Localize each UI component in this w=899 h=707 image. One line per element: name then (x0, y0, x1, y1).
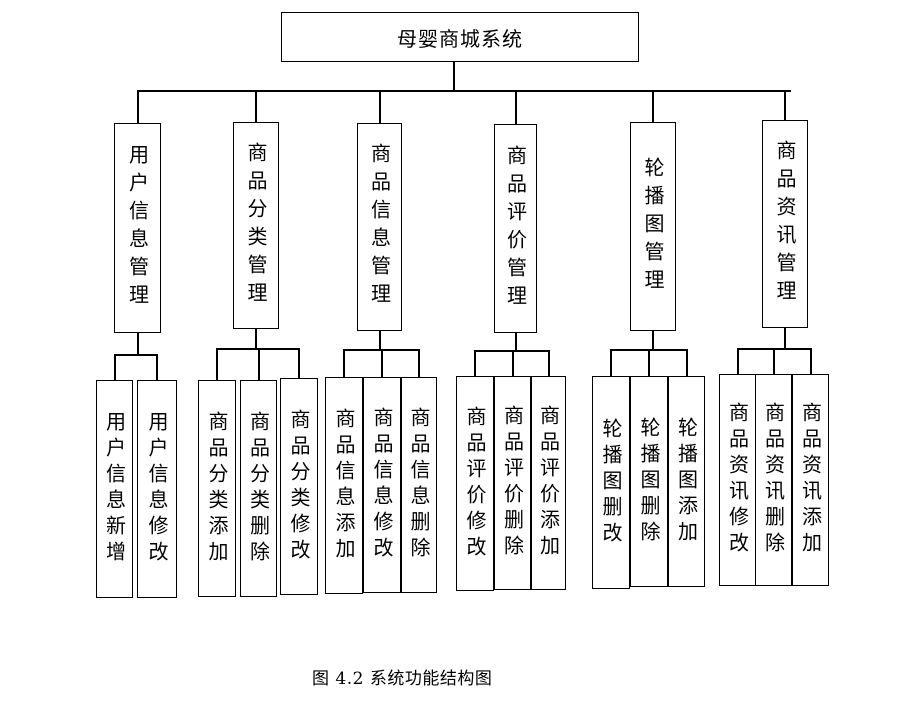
child-connector (648, 349, 650, 376)
module-node: 轮播图管理 (630, 122, 676, 331)
leaf-node: 商品评价修改 (456, 376, 494, 591)
child-stem (255, 329, 257, 348)
child-connector (547, 350, 550, 376)
module-node: 商品评价管理 (494, 124, 537, 333)
leaf-node: 商品分类修改 (280, 378, 318, 595)
root-node: 母婴商城系统 (281, 12, 639, 62)
module-connector (378, 90, 381, 123)
child-connector (381, 349, 383, 377)
module-node: 用户信息管理 (114, 123, 161, 333)
child-connector (216, 348, 218, 380)
leaf-node-label: 用户信息新增 (102, 411, 127, 567)
child-connector (809, 348, 812, 374)
root-connector (453, 62, 455, 91)
child-stem (378, 331, 381, 349)
leaf-node-label: 轮播图删改 (599, 417, 623, 548)
leaf-node-label: 商品评价修改 (463, 405, 487, 562)
leaf-node: 轮播图添加 (668, 376, 705, 587)
child-stem (514, 333, 517, 350)
leaf-node: 商品分类添加 (198, 380, 236, 597)
child-connector (343, 349, 345, 377)
leaf-node-label: 商品信息添加 (332, 407, 356, 564)
child-connector (156, 354, 158, 380)
leaf-node-label: 商品资讯删除 (761, 402, 786, 558)
leaf-node: 用户信息修改 (137, 380, 177, 598)
module-node-label: 商品信息管理 (367, 143, 392, 311)
child-stem (136, 333, 139, 354)
leaf-node: 用户信息新增 (96, 380, 133, 598)
child-connector (736, 348, 739, 374)
leaf-node: 轮播图删除 (630, 376, 668, 587)
leaf-node-label: 商品信息修改 (370, 407, 394, 563)
module-connector (255, 90, 257, 122)
module-node: 商品分类管理 (233, 122, 279, 329)
module-node: 商品信息管理 (357, 123, 402, 331)
module-node: 商品资讯管理 (762, 120, 808, 328)
leaf-node-label: 商品分类删除 (246, 410, 271, 567)
child-connector (113, 354, 116, 380)
child-connector (257, 348, 260, 380)
leaf-node: 商品资讯修改 (719, 374, 756, 586)
root-node-label: 母婴商城系统 (397, 26, 523, 51)
module-node-label: 用户信息管理 (125, 144, 150, 312)
leaf-node-label: 轮播图添加 (674, 416, 699, 547)
module-node-label: 商品评价管理 (503, 144, 528, 313)
module-connector (136, 90, 139, 123)
child-connector (511, 350, 514, 376)
leaf-node: 商品评价删除 (494, 376, 531, 590)
module-node-label: 商品资讯管理 (773, 140, 797, 308)
leaf-node-label: 商品资讯修改 (725, 402, 750, 558)
leaf-node: 商品信息修改 (363, 377, 401, 593)
module-connector (784, 90, 786, 120)
leaf-node-label: 轮播图删除 (637, 416, 661, 547)
leaf-node: 商品资讯删除 (755, 374, 792, 586)
child-stem (784, 328, 786, 348)
module-node-label: 轮播图管理 (641, 156, 665, 297)
child-connector (685, 349, 688, 376)
child-connector (610, 349, 612, 376)
leaf-node: 商品资讯添加 (792, 374, 829, 586)
module-bus (136, 90, 791, 92)
leaf-node: 商品信息删除 (401, 377, 437, 593)
leaf-node-label: 商品分类添加 (205, 410, 229, 567)
figure-caption: 图 4.2 系统功能结构图 (312, 669, 493, 689)
module-node-label: 商品分类管理 (244, 141, 268, 310)
leaf-node: 轮播图删改 (592, 376, 630, 589)
child-bus (113, 354, 158, 356)
leaf-node: 商品分类删除 (240, 380, 277, 597)
leaf-node-label: 用户信息修改 (145, 411, 169, 567)
child-stem (652, 331, 654, 349)
child-connector (474, 350, 476, 376)
child-connector (298, 348, 300, 378)
leaf-node-label: 商品评价删除 (500, 405, 525, 561)
leaf-node-label: 商品评价添加 (536, 405, 561, 561)
leaf-node-label: 商品资讯添加 (798, 402, 823, 558)
leaf-node-label: 商品信息删除 (407, 407, 431, 563)
module-connector (514, 90, 517, 124)
leaf-node: 商品评价添加 (531, 376, 566, 590)
child-connector (772, 348, 775, 374)
child-connector (418, 349, 420, 377)
leaf-node-label: 商品分类修改 (287, 408, 311, 565)
module-connector (652, 90, 654, 122)
leaf-node: 商品信息添加 (325, 377, 363, 594)
